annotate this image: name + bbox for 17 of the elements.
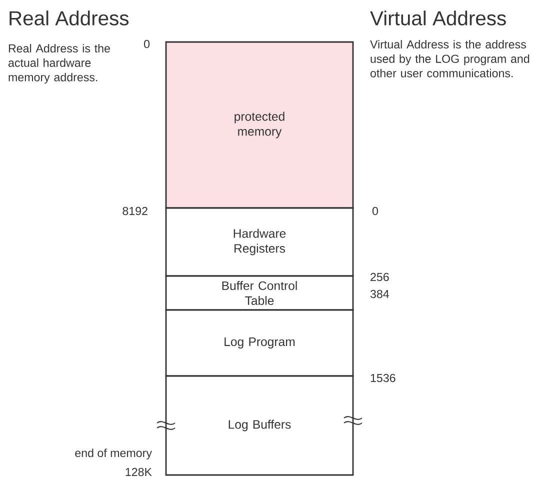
column-heading: Real Address [10, 10, 129, 26]
description-text: Virtual Address is the address used by the LOG program and other user communications. [370, 40, 530, 78]
memory-region: Log Program [165, 309, 354, 377]
address-label: 1536 [370, 374, 396, 382]
address-label: 8192 [122, 206, 148, 216]
address-label: 256 [370, 272, 389, 282]
description-text: end of memory [75, 448, 152, 460]
address-label: 0 [144, 40, 150, 48]
address-label: 128K [126, 468, 152, 476]
memory-region: Buffer Control Table [165, 275, 354, 311]
column-heading: Virtual Address [370, 10, 506, 26]
description-text: Real Address is the actual hardware memory address. [8, 44, 110, 84]
memory-region: Hardware Registers [165, 207, 354, 277]
memory-region: Log Buffers [165, 375, 354, 476]
address-label: 0 [372, 206, 378, 216]
memory-region: protected memory [165, 41, 354, 209]
address-label: 384 [370, 290, 390, 298]
